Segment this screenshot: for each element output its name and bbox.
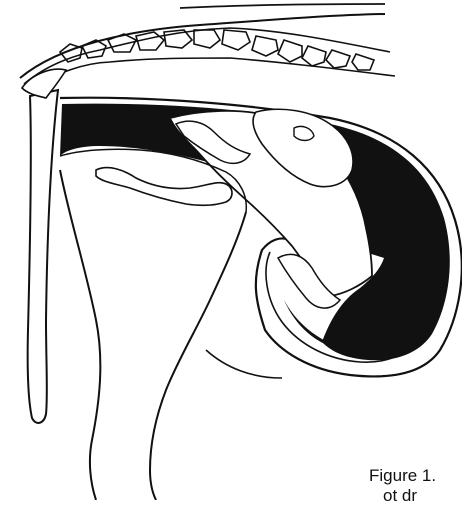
figure-caption-line-1: Figure 1. (369, 467, 436, 484)
back-contour-upper (180, 4, 385, 8)
tail (28, 90, 58, 423)
vertebral-column (24, 28, 395, 92)
pelvic-bone (96, 168, 232, 206)
hind-leg-outline (60, 170, 100, 500)
udder-curve (206, 350, 282, 378)
tail-root (22, 69, 66, 98)
figure-caption-line-2: ot dr (383, 487, 417, 504)
flank-outline (150, 212, 246, 500)
